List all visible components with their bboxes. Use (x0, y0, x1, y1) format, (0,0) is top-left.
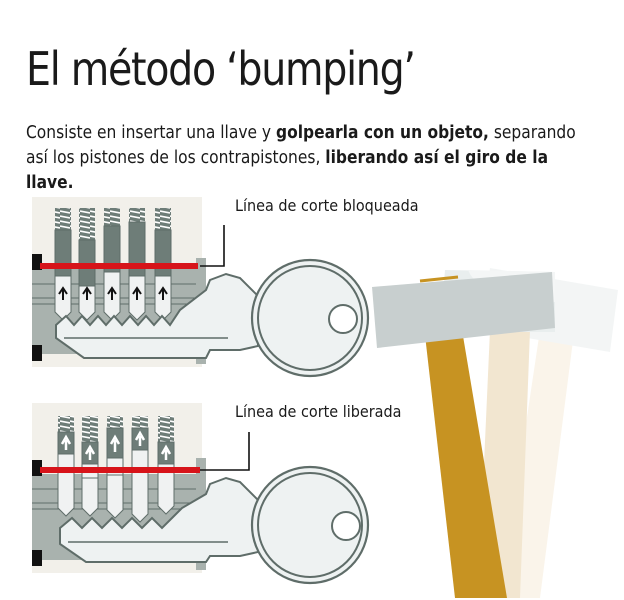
cut-line-blocked (40, 263, 198, 269)
page-title: El método ‘bumping’ (26, 42, 416, 96)
pin-stack (128, 208, 146, 321)
housing-stop (32, 345, 42, 361)
cut-line-released-label: Línea de corte liberada (235, 402, 402, 421)
pin-stack (103, 208, 121, 321)
description: Consiste en insertar una llave y golpear… (26, 120, 576, 195)
description-text-1: Consiste en insertar una llave y (26, 122, 277, 143)
label-leader-line (200, 432, 250, 471)
description-text-2: separando así los pistones de los contra… (26, 122, 576, 168)
description-bold-2: liberando así el giro de la llave. (26, 147, 549, 193)
housing-stop (32, 460, 42, 476)
lock-bottom (32, 403, 370, 585)
description-bold-1: golpearla con un objeto, (276, 122, 489, 143)
key-bottom (59, 465, 370, 585)
hammer (372, 272, 555, 598)
pin-stack (81, 416, 99, 517)
key-top (55, 258, 370, 378)
pin-stack (157, 416, 175, 515)
housing-stop (32, 254, 42, 270)
label-leader-line (200, 225, 225, 267)
cut-line-blocked-label: Línea de corte bloqueada (235, 196, 419, 215)
pin-stack (57, 416, 75, 517)
cut-line-released (40, 467, 200, 473)
housing-stop (32, 550, 42, 566)
lock-top (32, 197, 370, 378)
